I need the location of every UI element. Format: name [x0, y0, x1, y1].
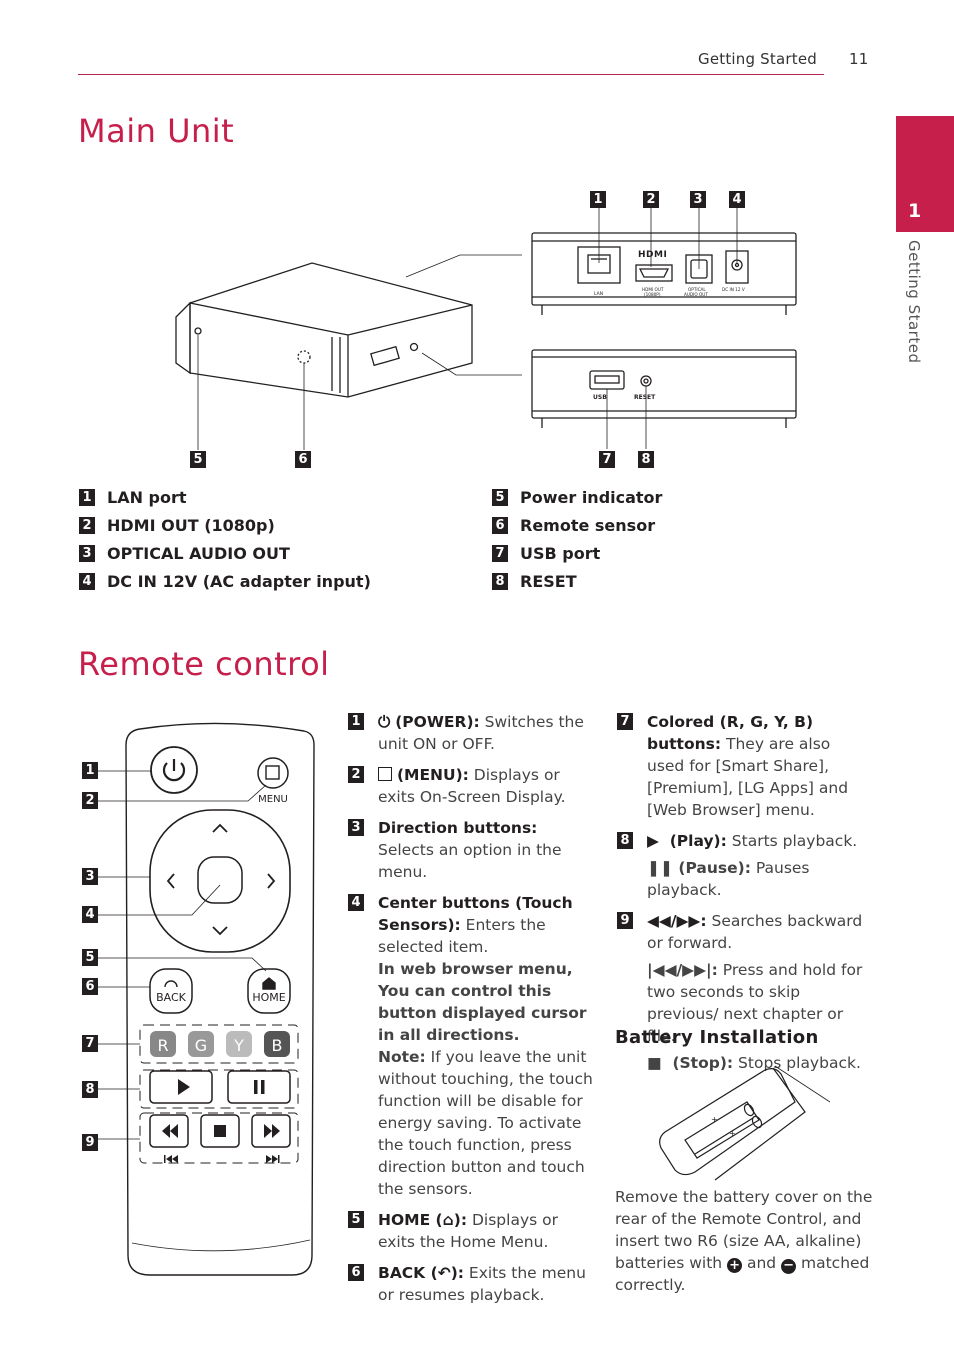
remote-callout-6: 6: [82, 978, 98, 995]
remote-callout-7: 7: [82, 1035, 98, 1052]
page-number: 11: [849, 50, 869, 68]
menu-icon: [378, 767, 392, 781]
remote-callout-1: 1: [82, 762, 98, 779]
remote-description-col1: 1 ⏻ (POWER): Switches the unit ON or OFF…: [348, 711, 594, 1315]
list-subitem: |◀◀/▶▶|: Press and hold for two seconds …: [647, 961, 863, 1045]
home-icon: ⌂: [442, 1211, 454, 1229]
svg-text:+: +: [711, 1115, 718, 1124]
list-item: 9 ◀◀/▶▶: Searches backward or forward.: [617, 910, 869, 954]
skip-icon: |◀◀/▶▶|: [647, 961, 712, 979]
svg-text:HDMI OUT: HDMI OUT: [642, 287, 664, 292]
svg-text:B: B: [272, 1036, 283, 1055]
svg-text:R: R: [157, 1036, 168, 1055]
callout-4: 4: [729, 191, 745, 208]
list-item: 7 Colored (R, G, Y, B) buttons: They are…: [617, 711, 869, 821]
list-item: 3 Direction buttons: Selects an option i…: [348, 817, 594, 883]
callout-3: 3: [690, 191, 706, 208]
battery-installation-title: Battery Installation: [615, 1027, 819, 1048]
list-subitem: ■ (Stop): Stops playback.: [647, 1054, 861, 1072]
minus-icon: −: [781, 1259, 797, 1274]
remote-callout-5: 5: [82, 949, 98, 966]
rewind-forward-icon: ◀◀/▶▶: [647, 912, 701, 930]
back-icon: ↶: [437, 1264, 451, 1282]
remote-control-title: Remote control: [78, 645, 330, 683]
svg-text:LAN: LAN: [594, 291, 603, 297]
callout-8: 8: [638, 451, 654, 468]
pause-icon: ❚❚: [647, 859, 679, 877]
svg-text:RESET: RESET: [634, 394, 656, 401]
header-rule: [78, 74, 824, 75]
svg-text:HOME: HOME: [252, 991, 285, 1004]
list-item: 4 Center buttons (Touch Sensors): Enters…: [348, 892, 594, 958]
remote-illustration: R G Y B MENU BACK HOME: [98, 722, 315, 1276]
svg-text:OPTICAL: OPTICAL: [688, 287, 706, 292]
svg-text:AUDIO OUT: AUDIO OUT: [684, 292, 708, 297]
battery-illustration: ++: [659, 1065, 830, 1181]
list-item: 8 ▶ (Play): Starts playback.: [617, 830, 869, 852]
play-icon: ▶: [647, 832, 670, 850]
callout-5: 5: [190, 451, 206, 468]
svg-text:HDMI: HDMI: [638, 250, 667, 260]
remote-description-col2: 7 Colored (R, G, Y, B) buttons: They are…: [617, 711, 869, 1083]
svg-text:(1080P): (1080P): [644, 292, 661, 297]
list-item: 2 (MENU): Displays or exits On-Screen Di…: [348, 764, 594, 808]
svg-text:BACK: BACK: [156, 991, 187, 1004]
list-item: 5 HOME (⌂): Displays or exits the Home M…: [348, 1209, 594, 1253]
list-item: 1 ⏻ (POWER): Switches the unit ON or OFF…: [348, 711, 594, 755]
svg-text:Y: Y: [233, 1036, 244, 1055]
power-icon: ⏻: [378, 713, 391, 731]
remote-callout-8: 8: [82, 1081, 98, 1098]
svg-text:DC IN 12 V: DC IN 12 V: [722, 287, 745, 292]
web-browser-note: In web browser menu, You can control thi…: [378, 960, 587, 1044]
svg-text:USB: USB: [593, 394, 607, 401]
svg-text:MENU: MENU: [258, 794, 288, 805]
remote-callout-3: 3: [82, 868, 98, 885]
plus-icon: +: [727, 1258, 743, 1273]
chapter-tab-label: Getting Started: [905, 240, 923, 364]
battery-instructions: Remove the battery cover on the rear of …: [615, 1188, 873, 1294]
list-subitem: ❚❚ (Pause): Pauses playback.: [647, 859, 810, 899]
callout-1: 1: [590, 191, 606, 208]
svg-text:+: +: [729, 1129, 736, 1138]
remote-callout-9: 9: [82, 1134, 98, 1151]
callout-7: 7: [599, 451, 615, 468]
main-unit-illustration: HDMI LAN HDMI OUT (1080P) OPTICAL AUDIO …: [175, 207, 797, 450]
remote-callout-4: 4: [82, 906, 98, 923]
chapter-tab: 1: [896, 116, 954, 232]
svg-text:G: G: [195, 1036, 207, 1055]
list-item: 6 BACK (↶): Exits the menu or resumes pl…: [348, 1262, 594, 1306]
stop-icon: ■: [647, 1054, 673, 1072]
main-unit-title: Main Unit: [78, 112, 235, 150]
callout-6: 6: [295, 451, 311, 468]
callout-2: 2: [643, 191, 659, 208]
running-header: Getting Started: [698, 50, 817, 68]
touch-note: Note: If you leave the unit without touc…: [378, 1048, 593, 1198]
chapter-number: 1: [908, 200, 922, 222]
remote-callout-2: 2: [82, 792, 98, 809]
